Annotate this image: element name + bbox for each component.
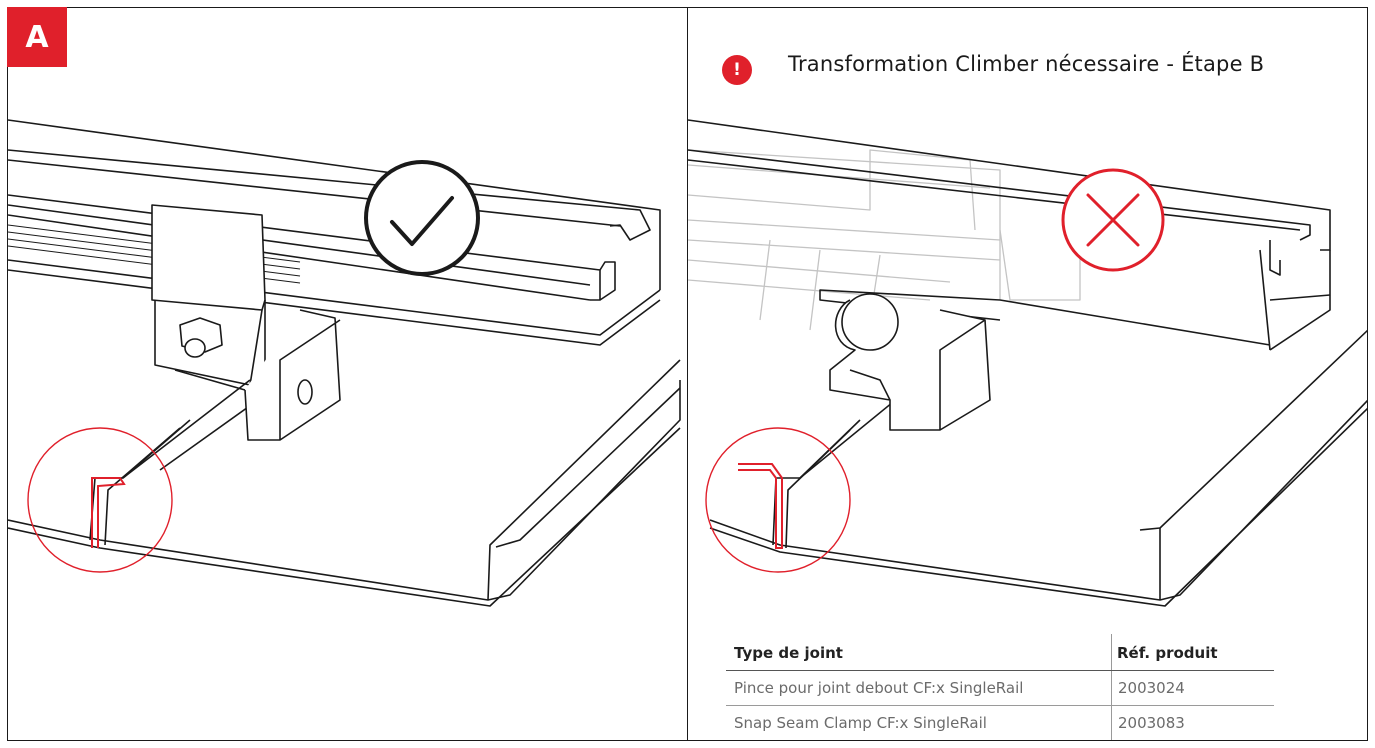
seam-fold-highlight-right xyxy=(738,463,783,549)
step-badge: A xyxy=(7,7,67,67)
table-header-type: Type de joint xyxy=(734,644,843,662)
product-table: Type de joint Réf. produit Pince pour jo… xyxy=(726,636,1274,740)
panel-divider xyxy=(687,7,688,741)
table-cell-type: Pince pour joint debout CF:x SingleRail xyxy=(734,679,1024,697)
step-label: A xyxy=(25,19,49,55)
seam-fold-highlight xyxy=(91,477,126,548)
table-cell-ref: 2003083 xyxy=(1111,706,1274,740)
notice-text: Transformation Climber nécessaire - Étap… xyxy=(788,52,1265,76)
warning-icon: ! xyxy=(722,55,752,85)
cross-mark xyxy=(1086,193,1140,247)
seam-detail-circle-right xyxy=(705,427,851,573)
seam-detail-circle xyxy=(27,427,173,573)
table-cell-type: Snap Seam Clamp CF:x SingleRail xyxy=(734,714,987,732)
table-header-row: Type de joint Réf. produit xyxy=(726,636,1274,671)
check-mark xyxy=(390,196,454,246)
table-header-ref: Réf. produit xyxy=(1117,644,1218,662)
table-header-separator xyxy=(1111,634,1112,674)
check-circle-icon xyxy=(364,160,480,276)
table-row: Pince pour joint debout CF:x SingleRail … xyxy=(726,671,1274,706)
table-cell-ref: 2003024 xyxy=(1111,671,1274,705)
clamp-top-plate xyxy=(151,204,266,311)
table-row: Snap Seam Clamp CF:x SingleRail 2003083 xyxy=(726,706,1274,740)
